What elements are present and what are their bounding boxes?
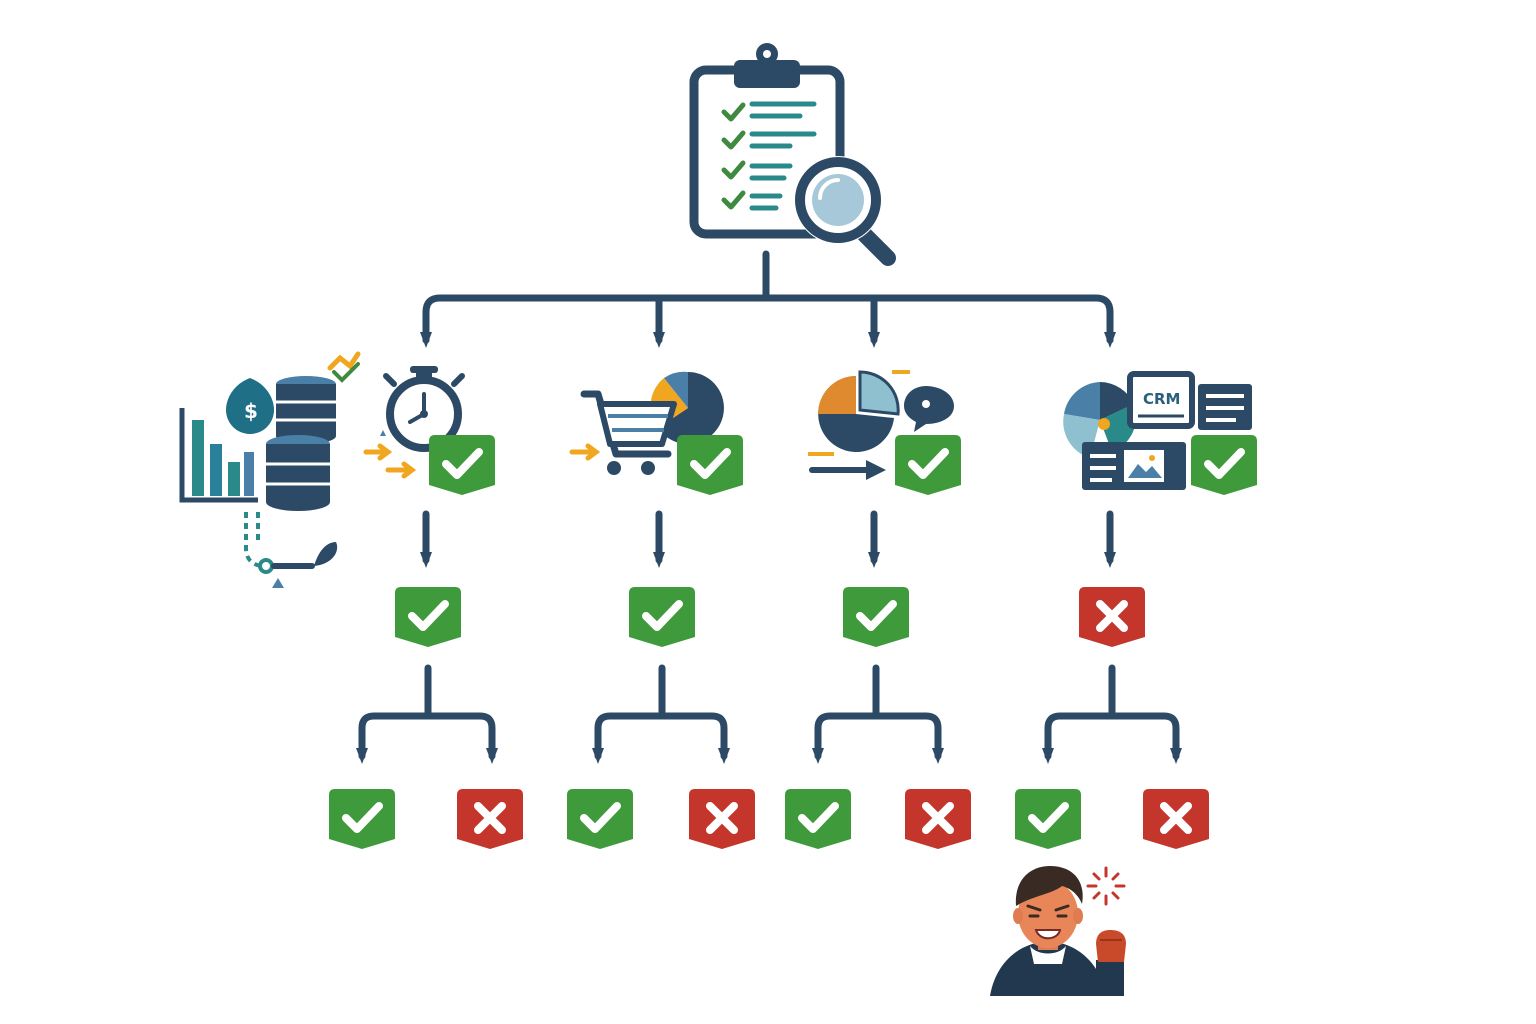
check-mark-icon (690, 448, 731, 479)
frustrated-person-icon (990, 866, 1126, 996)
check-mark-icon (798, 802, 839, 833)
check-mark-icon (1028, 802, 1069, 833)
root-crossbar (422, 294, 1114, 344)
shopping-cart-pie-chart-icon (569, 371, 724, 475)
check-mark-icon (856, 600, 897, 631)
branch-3-tier2-left-pass-badge (785, 789, 851, 849)
branch-1-tier2-left-pass-badge (329, 789, 395, 849)
branch-3-icon-check-badge (895, 435, 961, 495)
cross-mark-icon (1160, 802, 1192, 834)
branch-4-tier2-right-fail-badge (1143, 789, 1209, 849)
svg-text:$: $ (244, 399, 258, 423)
status-badges (329, 435, 1257, 849)
check-mark-icon (908, 448, 949, 479)
branch-1-icon-check-badge (429, 435, 495, 495)
branch-2-split (594, 664, 728, 756)
cross-mark-icon (922, 802, 954, 834)
branch-1-tier2-right-fail-badge (457, 789, 523, 849)
branch-3-tier2-right-fail-badge (905, 789, 971, 849)
branch-2-tier1-pass-badge (629, 587, 695, 647)
check-mark-icon (342, 802, 383, 833)
cross-mark-icon (1096, 600, 1128, 632)
check-mark-icon (442, 448, 483, 479)
branch-4-tier2-left-pass-badge (1015, 789, 1081, 849)
clipboard-checklist-magnifier-icon (689, 43, 896, 266)
check-mark-icon (1204, 448, 1245, 479)
pie-chart-speech-bubble-icon (808, 370, 954, 480)
check-mark-icon (642, 600, 683, 631)
branch-1-split (358, 664, 496, 756)
crm-label: CRM (1143, 390, 1181, 408)
branch-3-tier1-pass-badge (843, 587, 909, 647)
cross-mark-icon (706, 802, 738, 834)
branch-2-tier2-right-fail-badge (689, 789, 755, 849)
branch-4-icon-check-badge (1191, 435, 1257, 495)
check-mark-icon (408, 600, 449, 631)
connector-lines (356, 250, 1182, 764)
stopwatch-icon (363, 366, 465, 479)
check-mark-icon (580, 802, 621, 833)
crm-dashboard-icon: CRM (1063, 371, 1252, 490)
branch-1-tier1-pass-badge (395, 587, 461, 647)
branch-4-tier1-fail-badge (1079, 587, 1145, 647)
branch-2-tier2-left-pass-badge (567, 789, 633, 849)
branch-3-split (814, 664, 942, 756)
cross-mark-icon (474, 802, 506, 834)
branch-2-icon-check-badge (677, 435, 743, 495)
branch-4-split (1044, 664, 1180, 756)
finance-database-chart-icon: $ (179, 351, 361, 588)
